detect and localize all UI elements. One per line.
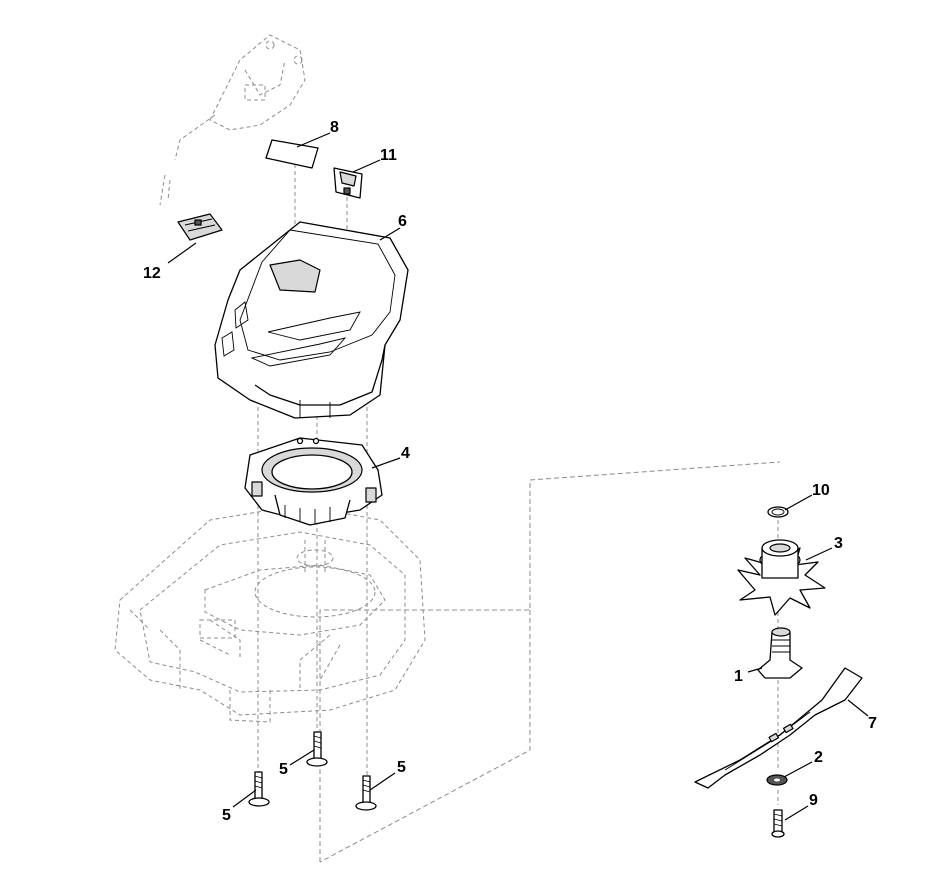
bolt-part-5-left — [248, 771, 270, 807]
motor-mount-part-4 — [244, 437, 383, 526]
fan-impeller-part-3 — [737, 539, 826, 616]
motor-cover-part-6 — [214, 221, 409, 419]
blade-adapter-part-1 — [757, 627, 803, 679]
callout-11: 11 — [380, 147, 397, 164]
assembly-reference-frame — [319, 461, 781, 862]
callout-3: 3 — [834, 535, 843, 552]
callout-6: 6 — [398, 213, 407, 230]
callout-12: 12 — [143, 265, 161, 282]
blade-part-7 — [694, 667, 863, 789]
callout-4: 4 — [401, 445, 410, 462]
leader-lines — [167, 132, 869, 821]
callout-9: 9 — [809, 792, 818, 809]
switch-housing-part-11 — [333, 167, 363, 199]
blade-bolt-part-9 — [771, 809, 785, 838]
callout-10: 10 — [812, 482, 830, 499]
callout-5-right: 5 — [397, 759, 406, 776]
callout-1: 1 — [734, 668, 743, 685]
callout-7: 7 — [868, 715, 877, 732]
retaining-ring-part-10 — [767, 506, 789, 518]
mower-deck-ghost — [114, 504, 426, 723]
callout-2: 2 — [814, 749, 823, 766]
washer-part-2 — [766, 774, 788, 786]
handle-control-assembly — [159, 34, 306, 206]
callout-5-middle: 5 — [279, 761, 288, 778]
bolt-part-5-right — [355, 775, 377, 811]
callout-8: 8 — [330, 119, 339, 136]
callout-5-left: 5 — [222, 807, 231, 824]
circuit-board-part-12 — [177, 213, 223, 241]
bolt-part-5-middle — [306, 731, 328, 767]
cover-plate-part-8 — [265, 139, 319, 169]
